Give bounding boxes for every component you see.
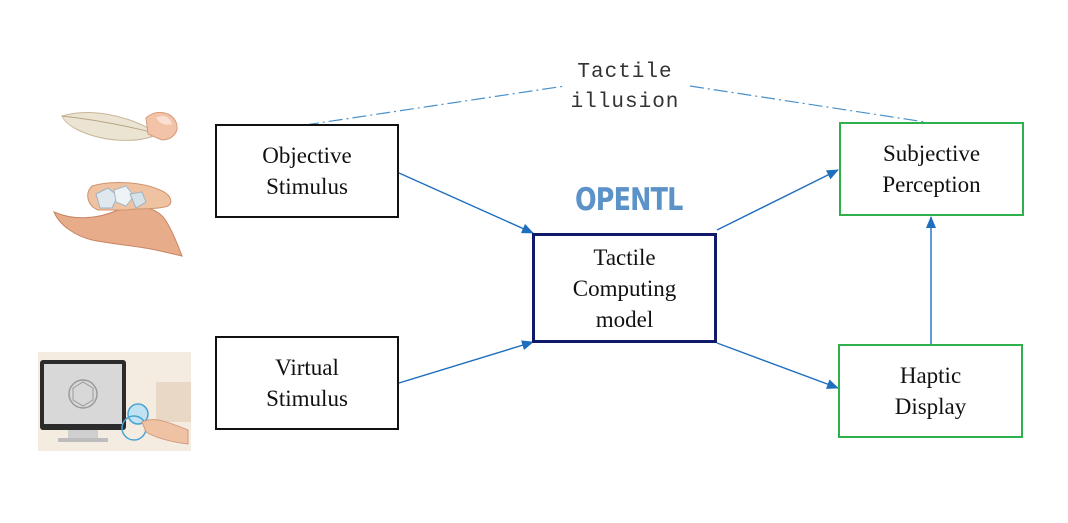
subjective-perception-box: Subjective Perception [839,122,1024,216]
opentl-label: OPENTL [575,182,683,218]
tactile-computing-model-box: Tactile Computing model [532,233,717,343]
virtual-stimulus-line-1: Virtual [275,355,339,380]
illusion-line-2: illusion [570,91,680,114]
virtual-stimulus-line-2: Stimulus [266,386,348,411]
perception-line-1: Subjective [882,141,981,166]
tactile-illusion-label: Tactile illusion [560,58,690,118]
virtual-touch-screen-illustration [38,352,191,451]
arrow-objective-to-model [398,172,534,234]
model-line-1: Tactile [593,244,656,270]
arrow-virtual-to-model [398,340,534,384]
virtual-stimulus-box: Virtual Stimulus [215,336,399,430]
haptic-display-box: Haptic Display [838,344,1023,438]
arrow-model-to-perception [716,169,839,231]
illusion-line-1: Tactile [577,61,673,84]
haptic-line-2: Display [894,394,967,419]
illusion-line-left [304,85,566,126]
model-line-2: Computing [572,275,677,301]
objective-stimulus-line-2: Stimulus [266,174,348,199]
haptic-line-1: Haptic [899,363,962,388]
model-line-3: model [595,306,654,332]
hands-ice-illustration [53,182,183,257]
objective-stimulus-line-1: Objective [262,143,352,168]
arrow-model-to-haptic [716,342,839,389]
perception-line-2: Perception [882,172,981,197]
illusion-line-right [689,85,926,123]
objective-stimulus-box: Objective Stimulus [215,124,399,218]
feather-finger-illustration [61,112,178,141]
